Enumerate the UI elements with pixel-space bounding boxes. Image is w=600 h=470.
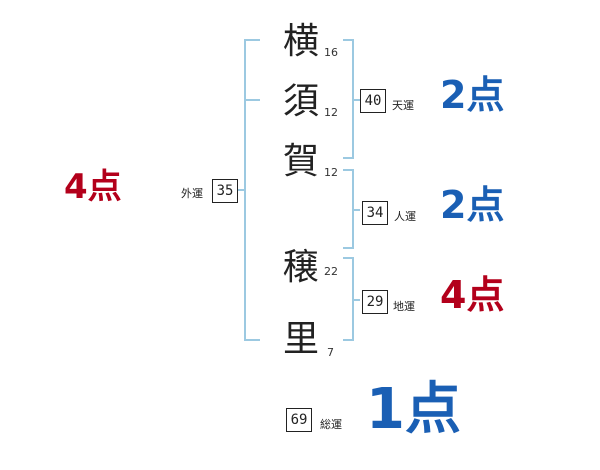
- chiun-label: 地運: [393, 300, 415, 313]
- tenun-score: 2点: [440, 73, 505, 117]
- gaiun-label: 外運: [181, 187, 203, 200]
- stroke-count-5: 7: [327, 346, 334, 359]
- gaiun-value-box: 35: [212, 179, 238, 203]
- souun-label: 総運: [320, 418, 342, 431]
- name-char-4: 穣: [283, 247, 320, 288]
- gaiun-score: 4点: [64, 167, 122, 207]
- jinun-bracket: [343, 169, 354, 249]
- outer-bracket: [244, 39, 260, 341]
- name-char-3: 賀: [283, 141, 320, 182]
- souun-score: 1点: [366, 377, 461, 442]
- jinun-value-box: 34: [362, 201, 388, 225]
- name-char-2: 須: [283, 81, 320, 122]
- tenun-bracket: [343, 39, 354, 159]
- stroke-count-1: 16: [324, 46, 338, 59]
- tenun-value-box: 40: [360, 89, 386, 113]
- stroke-count-4: 22: [324, 265, 338, 278]
- jinun-score: 2点: [440, 183, 505, 227]
- stroke-count-2: 12: [324, 106, 338, 119]
- stroke-count-3: 12: [324, 166, 338, 179]
- chiun-value-box: 29: [362, 290, 388, 314]
- chiun-bracket: [343, 257, 354, 341]
- souun-value-box: 69: [286, 408, 312, 432]
- name-char-5: 里: [283, 319, 320, 360]
- chiun-score: 4点: [440, 273, 505, 317]
- tenun-label: 天運: [392, 99, 414, 112]
- name-char-1: 横: [283, 21, 320, 62]
- jinun-label: 人運: [394, 210, 416, 223]
